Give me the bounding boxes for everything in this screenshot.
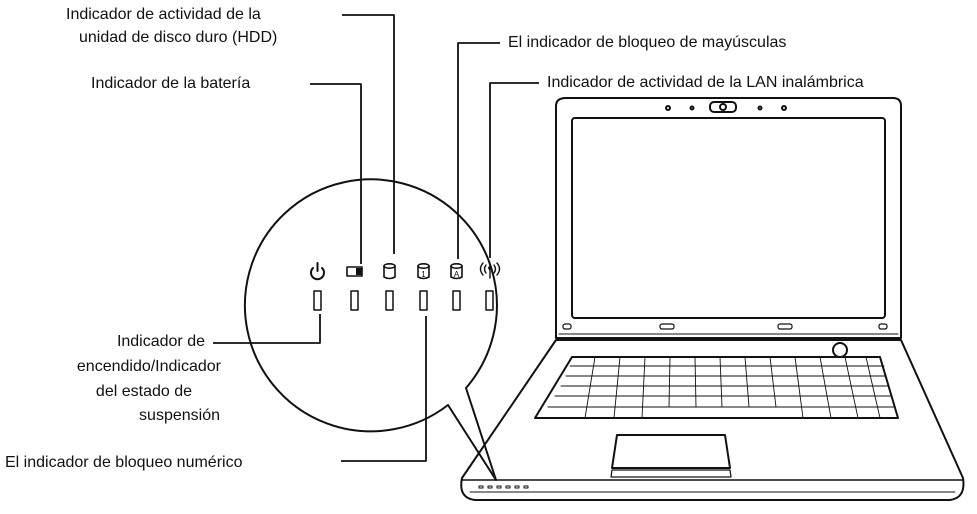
keyboard	[534, 356, 899, 419]
hdd-label-line1: Indicador de actividad de la	[66, 6, 261, 23]
battery-label: Indicador de la batería	[91, 75, 251, 92]
hdd-label-line2: unidad de disco duro (HDD)	[79, 29, 278, 46]
battery-led	[350, 290, 359, 311]
laptop-lid	[555, 97, 902, 339]
caps-lock-glyph: A	[454, 270, 460, 279]
power-leader	[213, 314, 321, 344]
power-label-line3: del estado de	[95, 383, 192, 400]
caps-lock-icon	[450, 262, 463, 280]
caps-lock-label: El indicador de bloqueo de mayúsculas	[508, 34, 787, 51]
num-lock-icon	[417, 262, 430, 280]
power-icon	[310, 262, 325, 281]
power-label-line2: encendido/Indicador	[76, 358, 221, 375]
caps-lock-led	[452, 290, 461, 311]
caps-lock-leader	[457, 42, 500, 259]
hdd-led	[385, 290, 394, 311]
num-lock-led	[419, 290, 428, 311]
touchpad	[611, 434, 731, 469]
wlan-label: Indicador de actividad de la LAN inalámb…	[547, 74, 864, 91]
wireless-icon	[479, 262, 501, 279]
num-lock-label: El indicador de bloqueo numérico	[5, 454, 243, 471]
power-label-line4: suspensión	[139, 407, 220, 424]
wlan-led	[485, 290, 494, 311]
hdd-leader	[342, 14, 395, 254]
battery-leader	[310, 83, 362, 264]
hdd-icon	[383, 262, 396, 280]
num-lock-leader	[341, 316, 427, 462]
power-label-line1: Indicador de	[116, 333, 205, 350]
battery-icon	[346, 266, 363, 277]
laptop-base	[460, 339, 965, 501]
num-lock-glyph: 1	[421, 270, 426, 279]
callout-bubble	[243, 178, 498, 481]
power-button	[832, 342, 848, 358]
wlan-leader	[489, 82, 539, 258]
power-led	[313, 290, 322, 311]
